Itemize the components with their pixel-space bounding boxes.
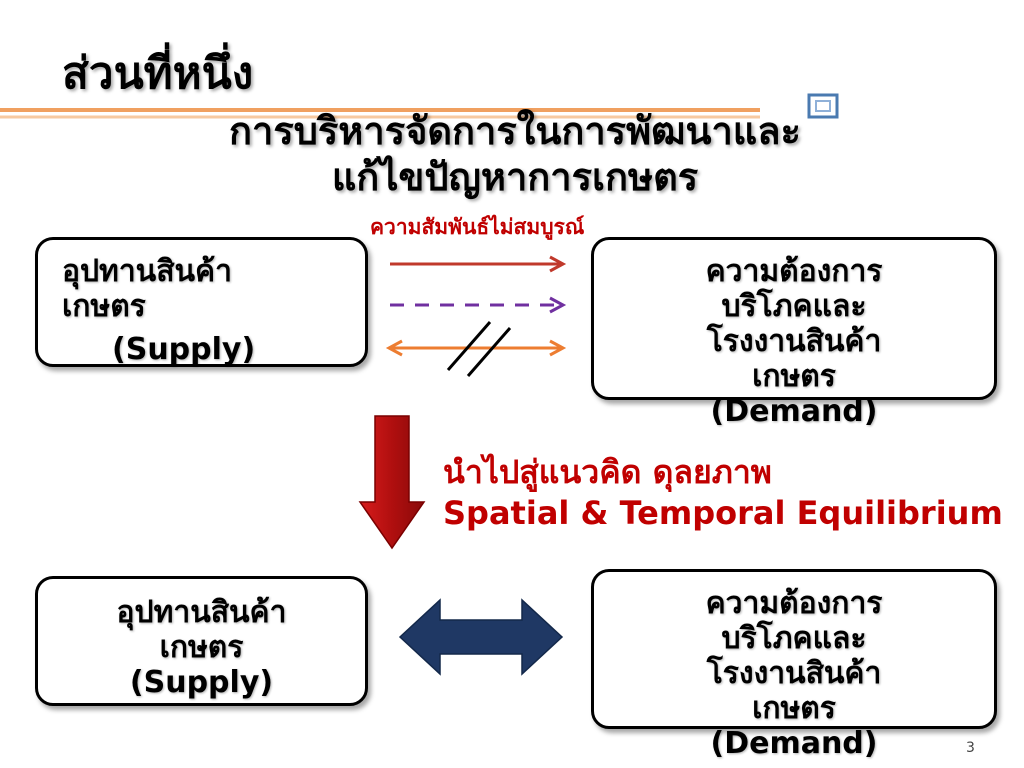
main-title-line-2: แก้ไขปัญหาการเกษตร [331,155,699,200]
demand-top-line-2: บริโภคและ [721,289,867,325]
concept-line-2: Spatial & Temporal Equilibrium [443,493,1003,532]
concept-line-1: นำไปสู่แนวคิด ดุลยภาพ [443,453,772,491]
supply-bottom-line-3: (Supply) [129,665,274,701]
demand-bottom-line-3: โรงงานสินค้า [706,656,882,692]
dashed-purple-arrow [390,296,567,314]
demand-top-line-4: เกษตร [752,359,836,395]
supply-top-line-3: (Supply) [112,332,256,367]
supply-box-top: อุปทานสินค้า เกษตร (Supply) [35,237,368,367]
supply-box-top-text: อุปทานสินค้า เกษตร [62,254,232,324]
page-number: 3 [966,740,975,756]
supply-top-line-2: เกษตร [62,289,146,325]
demand-top-line-5: (Demand) [710,394,878,430]
supply-box-bottom-text: อุปทานสินค้า เกษตร (Supply) [38,595,365,700]
demand-box-bottom: ความต้องการ บริโภคและ โรงงานสินค้า เกษตร… [591,569,997,761]
orange-double-arrow [385,339,567,357]
demand-bottom-line-2: บริโภคและ [721,621,867,657]
main-title-line-1: การบริหารจัดการในการพัฒนาและ [229,109,801,153]
relation-arrows [385,255,567,377]
down-arrow-icon [358,415,426,550]
supply-bottom-line-2: เกษตร [159,630,244,666]
title-divider [0,108,760,119]
demand-box-top-text: ความต้องการ บริโภคและ โรงงานสินค้า เกษตร… [594,254,994,429]
supply-top-line-1: อุปทานสินค้า [62,254,232,289]
demand-box-bottom-text: ความต้องการ บริโภคและ โรงงานสินค้า เกษตร… [594,586,994,761]
demand-top-line-1: ความต้องการ [705,254,883,289]
supply-bottom-line-1: อุปทานสินค้า [116,595,287,630]
corner-square-icon [807,93,839,119]
section-title: ส่วนที่หนึ่ง [62,48,254,99]
concept-text: นำไปสู่แนวคิด ดุลยภาพ Spatial & Temporal… [443,452,1003,534]
supply-box-bottom: อุปทานสินค้า เกษตร (Supply) [35,576,368,706]
demand-bottom-line-4: เกษตร [752,691,836,727]
demand-box-top: ความต้องการ บริโภคและ โรงงานสินค้า เกษตร… [591,237,997,429]
demand-bottom-line-1: ความต้องการ [705,586,883,621]
double-arrow-icon [398,598,564,676]
demand-top-line-3: โรงงานสินค้า [706,324,882,360]
not-equal-slashes [446,321,512,377]
demand-bottom-line-5: (Demand) [710,726,878,762]
relation-label: ความสัมพันธ์ไม่สมบูรณ์ [370,215,585,239]
main-title: การบริหารจัดการในการพัฒนาและ แก้ไขปัญหาก… [60,108,970,201]
solid-red-arrow [390,255,567,273]
